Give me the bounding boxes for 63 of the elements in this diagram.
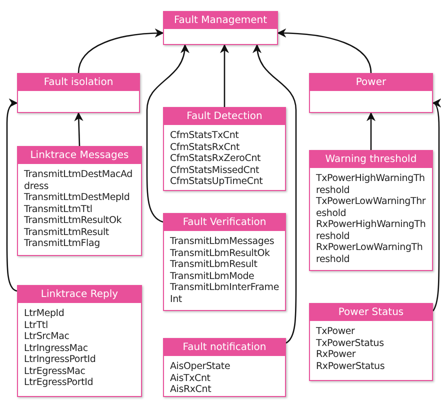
attribute-text: TransmitLtmTtl xyxy=(24,204,94,215)
class-title: Fault notification xyxy=(182,342,266,353)
attribute-text: TransmitLtmResult xyxy=(24,226,110,238)
attribute-text: CfmStatsRxZeroCnt xyxy=(170,153,262,164)
attribute-text: TxPowerStatus xyxy=(316,338,385,349)
class-box xyxy=(163,338,286,397)
attribute-text: TxPowerLowWarningThreshold xyxy=(316,196,426,219)
class-title: Linktrace Reply xyxy=(40,289,118,300)
attribute-text: AisRxCnt xyxy=(170,384,212,396)
attribute-text: TransmitLbmResult xyxy=(170,259,258,270)
attribute-text: TransmitLtmDestMacAddress xyxy=(24,169,134,192)
arrow xyxy=(432,100,441,312)
attribute-text: RxPowerStatus xyxy=(316,360,386,372)
class-box xyxy=(309,150,433,271)
class-box xyxy=(309,73,433,113)
attribute-text: LtrSrcMac xyxy=(24,331,70,342)
attribute-text: TxPower xyxy=(316,326,356,338)
attribute-text: TransmitLbmResultOk xyxy=(170,248,271,259)
attribute-text: TransmitLbmInterFrameInt xyxy=(170,282,279,305)
attribute-text: CfmStatsRxCnt xyxy=(170,142,240,153)
attribute-text: LtrIngressPortId xyxy=(24,354,97,366)
class-title: Fault Detection xyxy=(186,111,262,122)
attribute-text: CfmStatsTxCnt xyxy=(170,130,240,142)
attribute-text: AisOperState xyxy=(170,361,232,372)
attribute-text: LtrEgressPortId xyxy=(24,377,94,388)
class-title: Power Status xyxy=(338,307,404,318)
arrow xyxy=(277,28,372,74)
arrow xyxy=(78,28,164,74)
attribute-text: LtrIngressMac xyxy=(24,342,89,354)
class-title: Fault isolation xyxy=(44,77,114,88)
class-box xyxy=(163,107,286,191)
attribute-text: LtrTtl xyxy=(24,320,49,331)
attribute-text: TransmitLbmMessages xyxy=(170,236,276,248)
arrow xyxy=(74,112,84,146)
class-box xyxy=(163,213,286,311)
arrow xyxy=(253,44,297,344)
class-title: Fault Verification xyxy=(182,217,266,228)
attribute-text: AisTxCnt xyxy=(170,372,212,384)
class-box xyxy=(163,11,278,45)
class-title: Linktrace Messages xyxy=(30,150,129,161)
attribute-text: CfmStatsMissedCnt xyxy=(170,164,260,176)
class-box xyxy=(17,285,142,397)
class-title: Warning threshold xyxy=(325,154,417,165)
attribute-text: TransmitLtmResultOk xyxy=(24,215,123,226)
attribute-text: TransmitLbmMode xyxy=(170,270,256,282)
attribute-text: RxPowerHighWarningThreshold xyxy=(316,219,426,242)
attribute-text: TransmitLtmDestMepId xyxy=(24,192,131,204)
arrow xyxy=(366,112,376,150)
attribute-text: TransmitLtmFlag xyxy=(24,238,101,250)
class-title: Power xyxy=(356,77,386,88)
class-box xyxy=(17,73,140,113)
attribute-text: RxPowerLowWarningThreshold xyxy=(316,242,424,265)
arrow xyxy=(6,99,18,292)
attribute-text: CfmStatsUpTimeCnt xyxy=(170,176,264,188)
attribute-text: LtrMepId xyxy=(24,308,66,320)
class-title: Fault Management xyxy=(174,15,268,26)
attribute-text: LtrEgressMac xyxy=(24,366,86,377)
class-box xyxy=(17,146,142,256)
attribute-text: RxPower xyxy=(316,349,357,360)
arrow xyxy=(146,44,189,223)
attribute-text: TxPowerHighWarningThreshold xyxy=(316,173,426,196)
class-box xyxy=(309,303,433,381)
arrow xyxy=(220,44,230,107)
